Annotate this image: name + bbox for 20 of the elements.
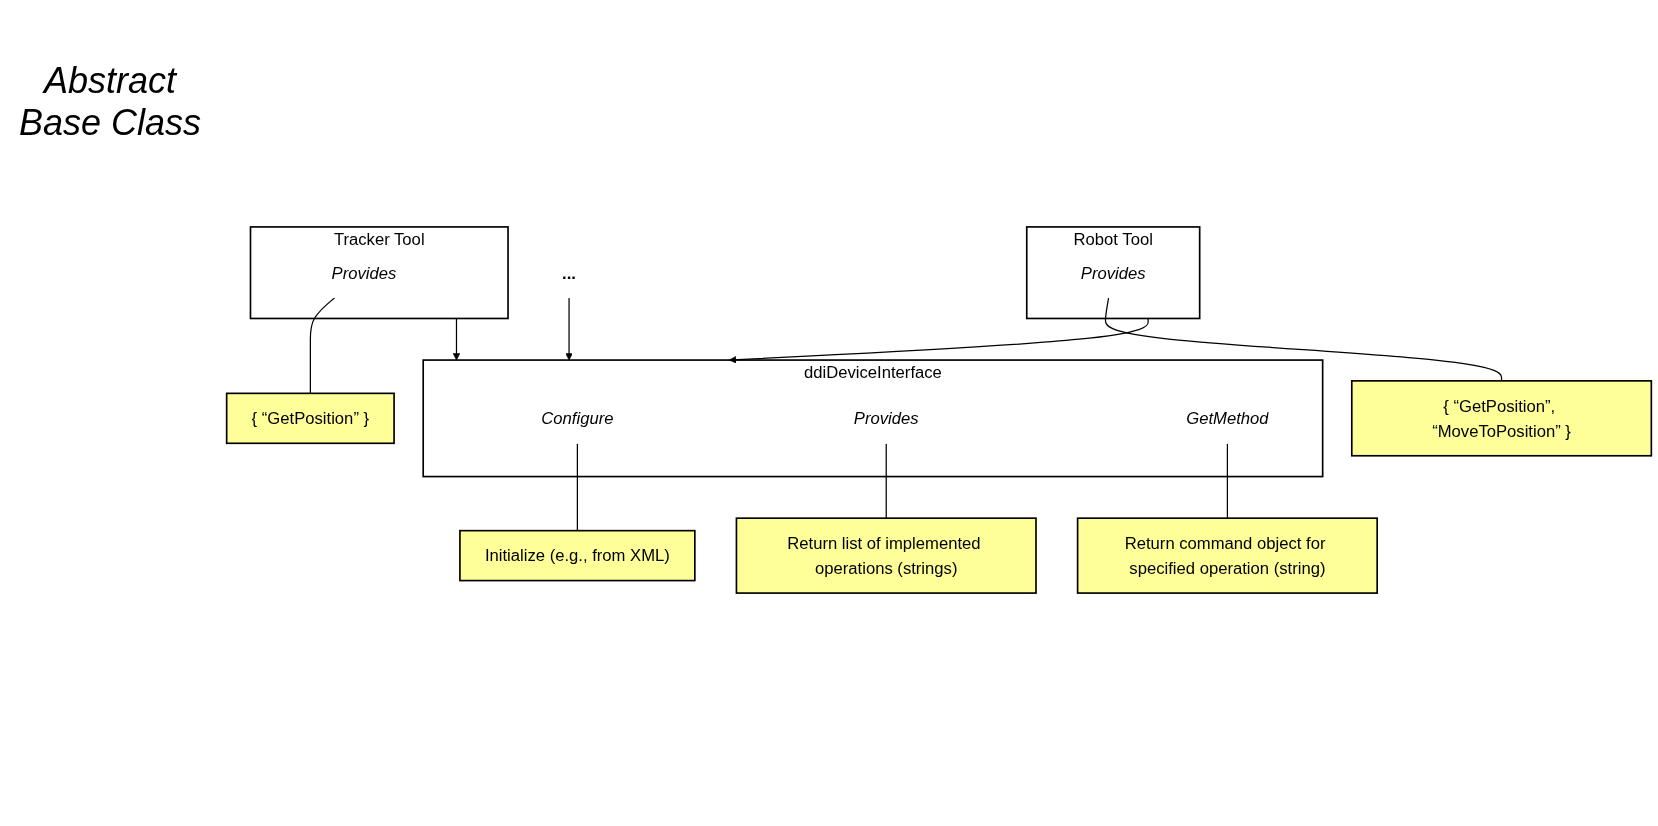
node-box: { “GetPosition” } xyxy=(225,392,395,445)
arrow xyxy=(728,317,1149,364)
side-note: Abstract Base Class xyxy=(17,60,203,144)
node-text: Provides xyxy=(853,409,919,428)
node-box: Initialize (e.g., from XML) xyxy=(459,529,696,582)
node-box: { “GetPosition”, “MoveToPosition” } xyxy=(1350,380,1653,457)
node-box: Return command object for specified operation (string) xyxy=(1076,517,1378,594)
node-text: Provides xyxy=(1080,263,1146,282)
node-text: GetMethod xyxy=(1186,409,1269,428)
node-box: Return list of implemented operations (strings) xyxy=(735,517,1037,594)
arrow xyxy=(452,317,461,361)
arrow xyxy=(565,297,573,361)
connector xyxy=(885,442,887,519)
node-text: ... xyxy=(562,263,576,282)
connector xyxy=(1104,297,1503,382)
connector xyxy=(576,442,578,532)
node-text: Configure xyxy=(541,409,614,428)
connector xyxy=(1226,442,1228,519)
connector xyxy=(309,297,336,394)
node-text: Provides xyxy=(331,263,397,282)
